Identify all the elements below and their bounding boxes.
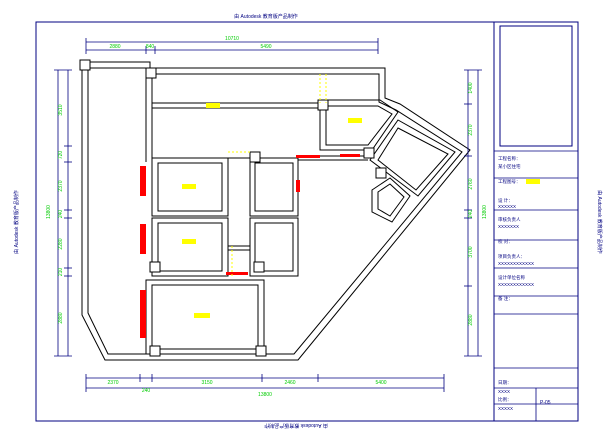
dim-left-0: 3510: [58, 104, 64, 115]
sheet-border: [35, 21, 579, 422]
dim-right-5: 2880: [468, 314, 474, 325]
title-block: 工程名称： 某小区住宅 工程图号： 设 计： XXXXXX 审核负责人 XXXX…: [494, 150, 578, 421]
title-row-value-6: XXXXXXXXXXXX: [498, 282, 534, 287]
title-row-label-2: 设 计：: [498, 197, 513, 204]
windows: [140, 154, 360, 338]
watermark-right: 由 Autodesk 教育版产品制作: [596, 190, 603, 254]
title-row-label-4: 校 对：: [498, 238, 513, 245]
title-block-logo-box: [499, 25, 573, 147]
title-row-label-7: 备 注：: [498, 295, 513, 302]
floor-plan: [81, 61, 471, 361]
room-labels: [182, 103, 362, 318]
scale-value: XXXXX: [498, 406, 513, 411]
bath-2: [249, 217, 299, 277]
sheet-number: P-05: [540, 400, 551, 406]
dim-bottom-3: 2460: [284, 380, 295, 386]
title-row-value-0: 某小区住宅: [498, 163, 521, 170]
title-row-value-3: XXXXXXX: [498, 224, 519, 229]
title-row-value-5: XXXXXXXXXXXX: [498, 261, 534, 266]
room-label-wing: [348, 118, 362, 123]
watermark-top: 由 Autodesk 教育版产品制作: [234, 13, 298, 20]
date-label: 日期：: [498, 380, 512, 386]
watermark-left: 由 Autodesk 教育版产品制作: [13, 190, 20, 254]
dim-left-1: 720: [58, 151, 64, 160]
bedroom-2: [151, 217, 229, 277]
dim-left-2: 2370: [58, 180, 64, 191]
title-row-label-1: 工程图号：: [498, 178, 521, 185]
dim-right-1: 2370: [468, 124, 474, 135]
title-row-label-3: 审核负责人: [498, 216, 521, 223]
dashed-openings: [228, 74, 327, 276]
room-label-living: [206, 103, 220, 108]
dim-bottom-total: 13800: [258, 392, 272, 398]
dim-top-2: 5490: [260, 44, 271, 50]
dim-right-total: 13800: [482, 205, 488, 219]
dim-right-3: 240: [468, 210, 474, 219]
dimension-lines: [54, 38, 482, 392]
wing-room-3: [371, 177, 411, 223]
wing-room-1: [319, 99, 399, 151]
dim-right-2: 2760: [468, 178, 474, 189]
dim-bottom-0: 2370: [107, 380, 118, 386]
title-row-label-0: 工程名称：: [498, 155, 521, 162]
dim-top-0: 2880: [109, 44, 120, 50]
dim-top-1: 840: [146, 44, 155, 50]
dim-bottom-2: 3150: [201, 380, 212, 386]
bath-1: [249, 157, 299, 217]
dim-right-0: 1400: [468, 82, 474, 93]
dim-left-4: 2280: [58, 238, 64, 249]
dim-left-5: 210: [58, 268, 64, 277]
outer-wall-outer: [81, 61, 471, 361]
title-row-label-6: 设计单位名称: [498, 274, 525, 281]
structural-columns: [79, 59, 387, 357]
room-label-bedroom-1: [182, 184, 196, 189]
dim-bottom-1: 240: [142, 388, 151, 394]
watermark-bottom: 由 Autodesk 教育版产品制作: [264, 422, 328, 429]
dim-right-4: 3700: [468, 246, 474, 257]
title-row-label-5: 项目负责人：: [498, 253, 525, 260]
dim-left-6: 2880: [58, 312, 64, 323]
room-label-master: [194, 313, 210, 318]
scale-label: 比例：: [498, 396, 512, 403]
dim-bottom-4: 5400: [375, 380, 386, 386]
bedroom-1: [151, 157, 229, 217]
dim-top-total: 10710: [225, 36, 239, 42]
title-row-value-2: XXXXXX: [498, 204, 516, 209]
wing-room-2: [369, 119, 456, 197]
dim-left-3: 240: [58, 210, 64, 219]
dim-left-total: 13800: [46, 205, 52, 219]
title-row-highlight: [526, 179, 540, 184]
date-value: XXXX: [498, 389, 510, 394]
room-label-bedroom-2: [182, 239, 196, 244]
dimension-texts: 10710 2880 840 5490 2370 240 3150 2460 5…: [46, 36, 488, 398]
